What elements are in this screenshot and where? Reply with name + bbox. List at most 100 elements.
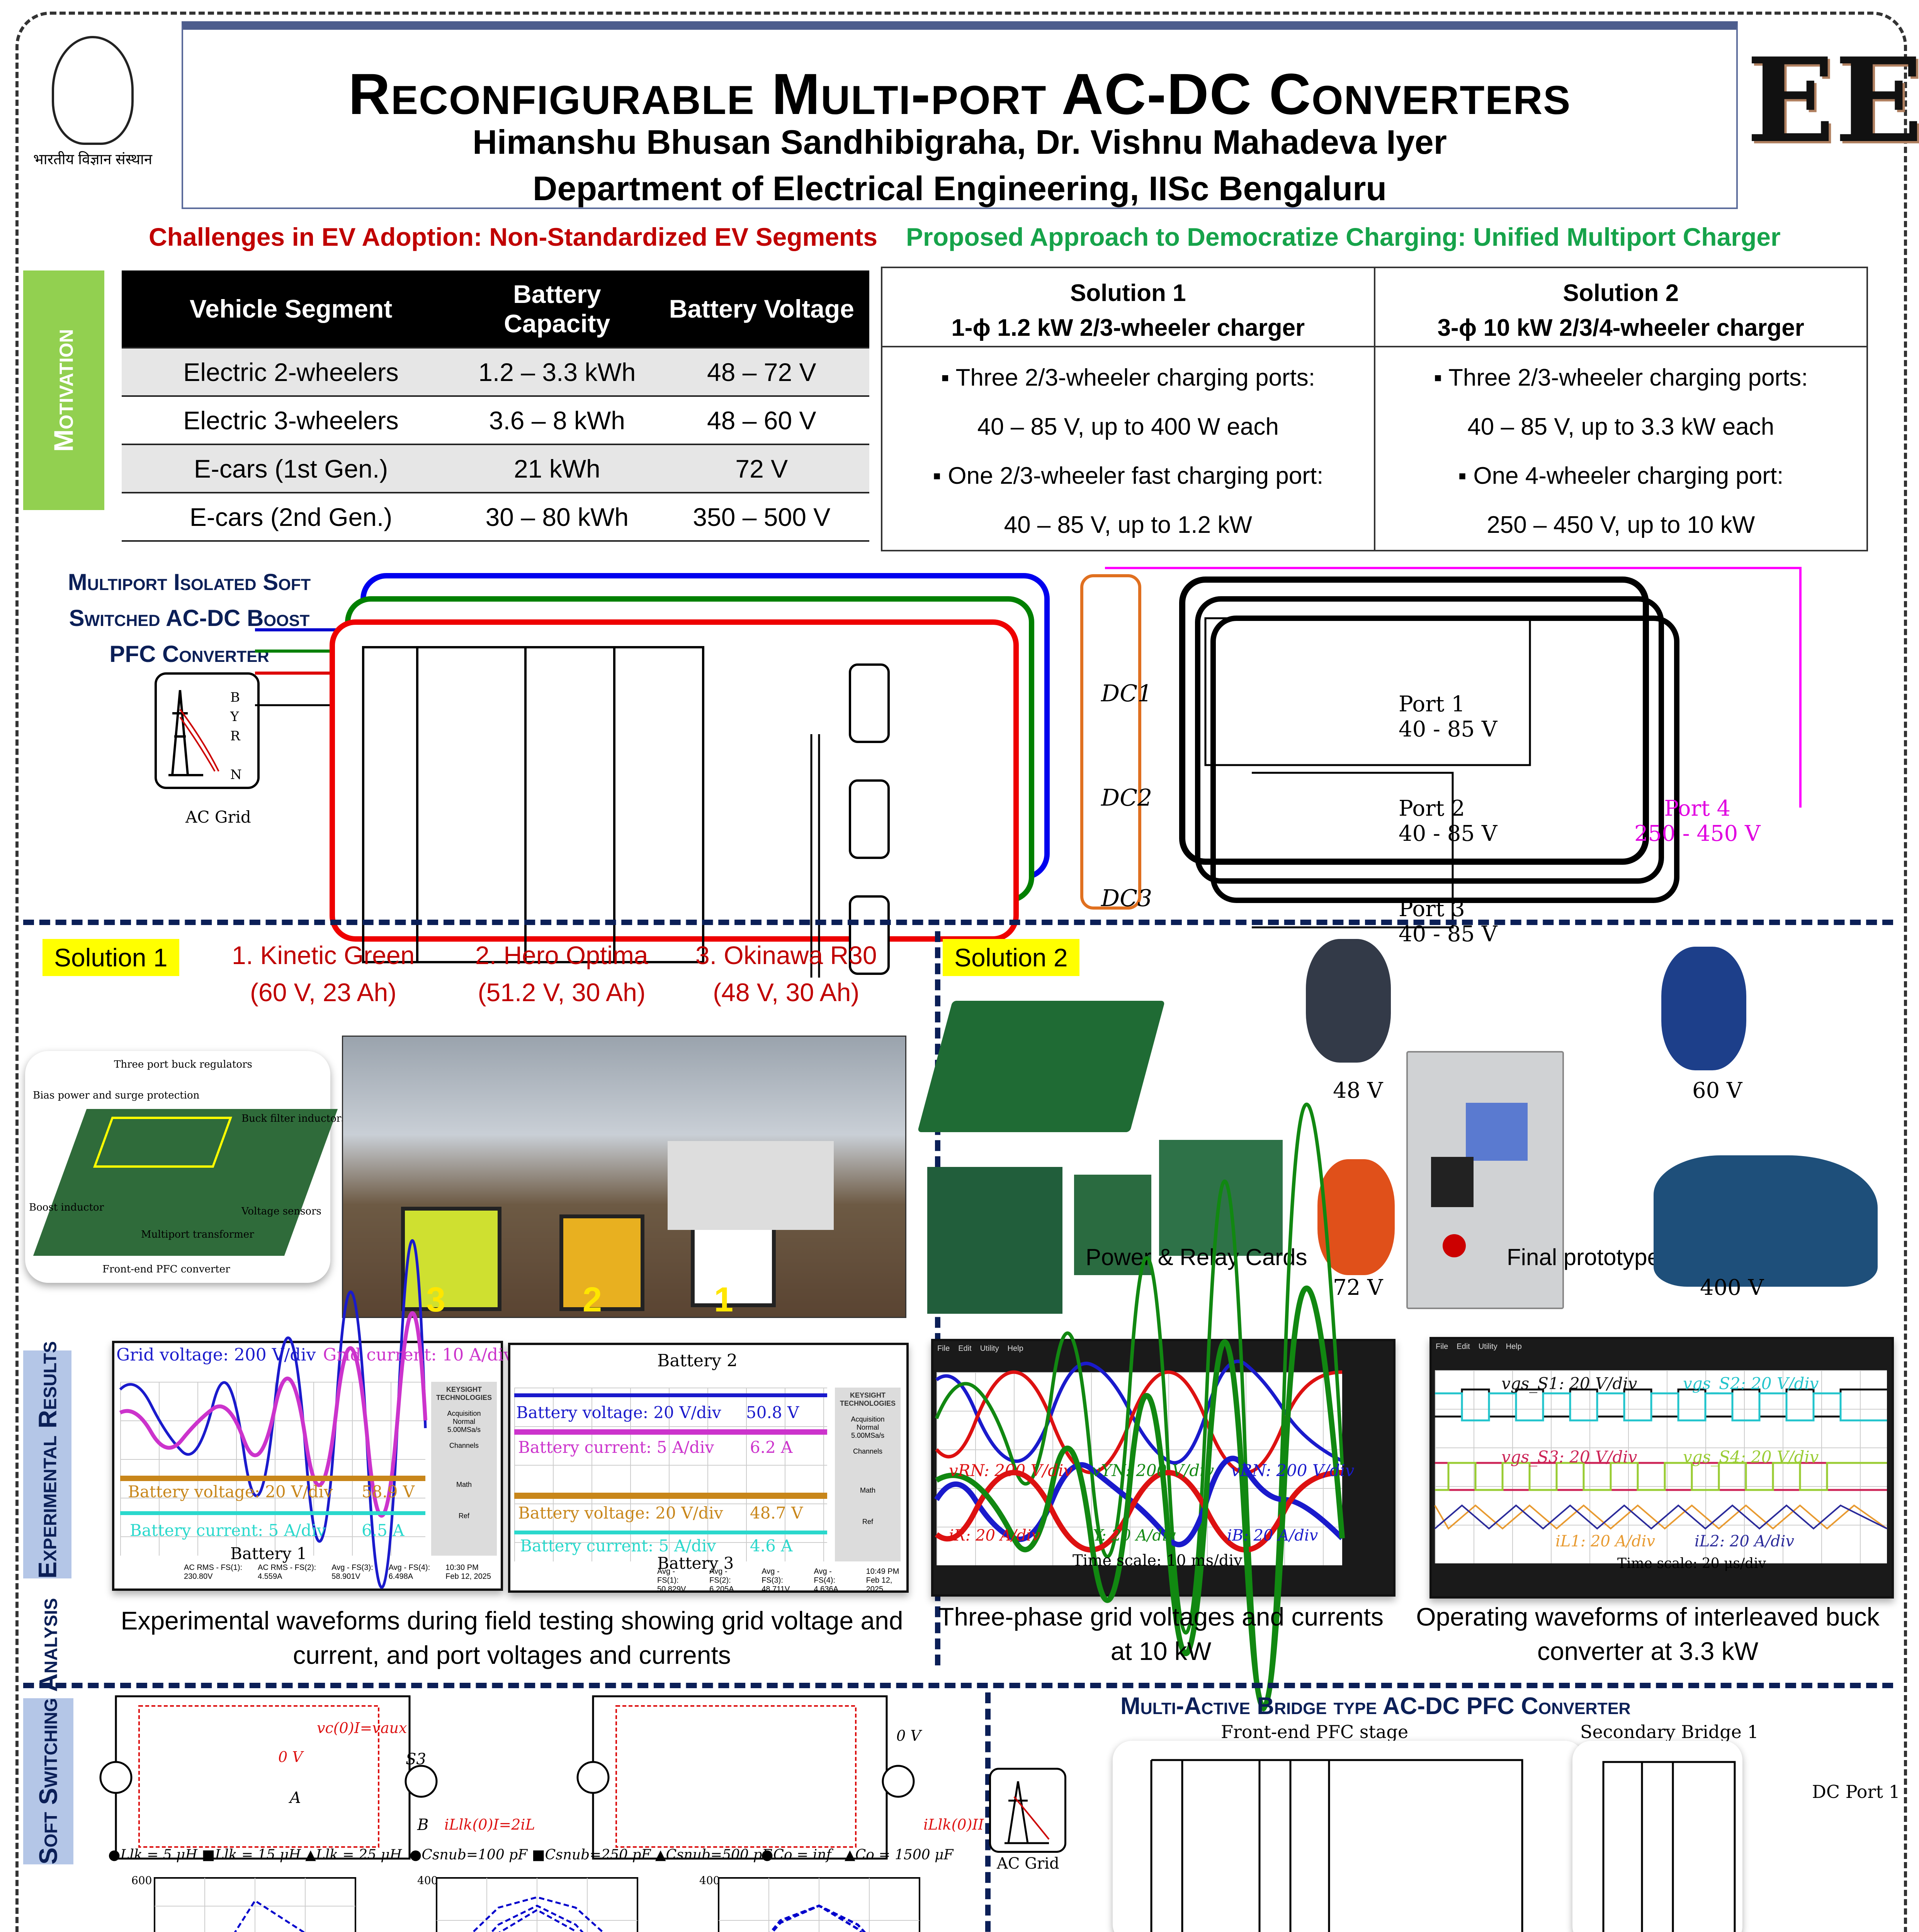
final-prototype-label: Final prototype [1507,1244,1660,1270]
secondary1-label: Secondary Bridge 1 [1580,1721,1759,1742]
circuit1-label: vc(0)I=vaux [317,1719,407,1736]
poster-title: Reconfigurable Multi-port AC-DC Converte… [348,61,1571,126]
svg-text:B: B [230,690,240,705]
scope1-waveforms [119,1239,427,1589]
poster-frame [15,12,1907,1932]
col-header-segment: Vehicle Segment [122,270,461,348]
motivation-side-label: Motivation [23,270,104,510]
scope3-waveforms [934,1102,1345,1711]
battery-2-label: 2. Hero Optima(51.2 V, 30 Ah) [475,941,648,1007]
exp1-caption: Experimental waveforms during field test… [121,1606,903,1670]
scope1-measurements: AC RMS - FS(1):230.80V AC RMS - FS(2):4.… [184,1563,491,1581]
soft-switching-circuit-1 [99,1695,438,1860]
mab-ac-grid-box [989,1768,1066,1853]
voltage-72v-label: 72 V [1333,1275,1383,1300]
chart1-legend: ●Llk = 5 μH ■Llk = 15 μH ▲Llk = 25 μH [108,1847,402,1863]
battery-1-label: 1. Kinetic Green(60 V, 23 Ah) [232,941,415,1007]
scooter-48v-photo [1306,939,1391,1063]
col-header-voltage: Battery Voltage [654,270,869,348]
dc-port1-label: DC Port 1 [1812,1781,1900,1802]
battery-3-label: 3. Okinawa R30(48 V, 30 Ah) [695,941,877,1007]
scope1-sidebar: KEYSIGHT TECHNOLOGIES Acquisition Normal… [431,1382,497,1556]
front-end-label: Front-end PFC stage [1221,1721,1409,1742]
solution1-bullets: ▪ Three 2/3-wheeler charging ports: 40 –… [881,345,1375,552]
dc1-label: DC1 [1101,680,1152,707]
col-header-capacity: Battery Capacity [460,270,654,348]
voltage-48v-label: 48 V [1333,1078,1383,1103]
chart1-ymax: 600 [131,1874,152,1887]
front-end-pfc-stage [1113,1741,1584,1932]
chart2-legend: ●Csnub=100 pF ■Csnub=250 pF ▲Csnub=500 p… [410,1847,772,1863]
converter-title: Multiport Isolated Soft Switched AC-DC B… [68,569,311,667]
relay-card-photo [1074,1175,1151,1275]
iisc-logo: भारतीय विज्ञान संस्थान [23,29,162,176]
scope4-caption: Operating waveforms of interleaved buck … [1416,1602,1880,1666]
department: Department of Electrical Engineering, II… [532,169,1387,207]
ee-logo: EE [1746,32,1919,168]
mab-title: Multi-Active Bridge type AC-DC PFC Conve… [1120,1693,1631,1719]
svg-text:Y: Y [230,709,239,724]
soft-switching-circuit-2 [576,1695,915,1860]
scope3-caption: Three-phase grid voltages and currents a… [938,1602,1384,1666]
power-card-photo [927,1167,1062,1314]
experimental-side-label-1: Experimental Results [23,1341,71,1578]
solution2-tag: Solution 2 [943,939,1079,976]
car-400v-photo [1654,1155,1878,1287]
power-board-photo [917,1001,1165,1132]
power-relay-cards-label: Power & Relay Cards [1086,1244,1307,1270]
section-divider [23,1683,1893,1688]
voltage-400v-label: 400 V [1700,1275,1764,1300]
svg-text:N: N [230,767,242,782]
title-banner: Reconfigurable Multi-port AC-DC Converte… [182,21,1738,209]
chart3-legend: ●Co = inf ▲Co = 1500 μF [761,1847,954,1863]
solution1-board-photo: Three port buck regulators Bias power an… [25,1051,347,1283]
solution1-tag: Solution 1 [42,939,179,976]
scooter-60v-photo [1661,947,1746,1070]
authors: Himanshu Bhusan Sandhibigraha, Dr. Vishn… [473,123,1447,161]
secondary-bridge-1 [1572,1741,1742,1932]
multiport-converter-schematic [255,567,1802,978]
voltage-60v-label: 60 V [1692,1078,1742,1103]
proposed-heading: Proposed Approach to Democratize Chargin… [906,223,1781,251]
mab-ac-grid-label: AC Grid [997,1855,1059,1872]
scope-battery1: Grid voltage: 200 V/div Grid current: 10… [112,1239,513,1591]
solution1-field-test-photo: 3 2 1 [342,1036,906,1319]
ac-grid-label: AC Grid [185,808,251,827]
transmission-tower-icon [1005,1781,1050,1844]
iisc-logo-caption: भारतीय विज्ञान संस्थान [33,151,152,168]
scope2-sidebar: KEYSIGHT TECHNOLOGIES Acquisition Normal… [835,1388,901,1561]
scope-battery2-3: Battery 2 Battery voltage: 20 V/div 50.8… [508,1343,909,1594]
scooter-72v-photo [1317,1159,1395,1275]
chart-output-capacitance [718,1877,920,1932]
scope2-measurements: Avg - FS(1):50.829V Avg - FS(2):6.205A A… [657,1567,899,1594]
dc3-label: DC3 [1101,885,1152,912]
challenges-heading: Challenges in EV Adoption: Non-Standardi… [149,223,878,251]
chart-leakage-inductance [154,1877,356,1932]
ac-grid-box: B Y R N [155,672,260,789]
scope4-waveforms [1434,1388,1888,1530]
column-divider [985,1692,991,1932]
iisc-emblem-icon [52,36,134,145]
transmission-tower-icon: B Y R N [168,690,242,782]
ev-segments-table: Vehicle Segment Battery Capacity Battery… [122,270,869,542]
soft-switching-side-label: Soft Switching Analysis [23,1598,73,1864]
solution2-bullets: ▪ Three 2/3-wheeler charging ports: 40 –… [1373,345,1868,552]
svg-text:R: R [230,728,241,744]
scope2-waveforms [514,1393,827,1534]
chart-snubber-capacitance [436,1877,638,1932]
